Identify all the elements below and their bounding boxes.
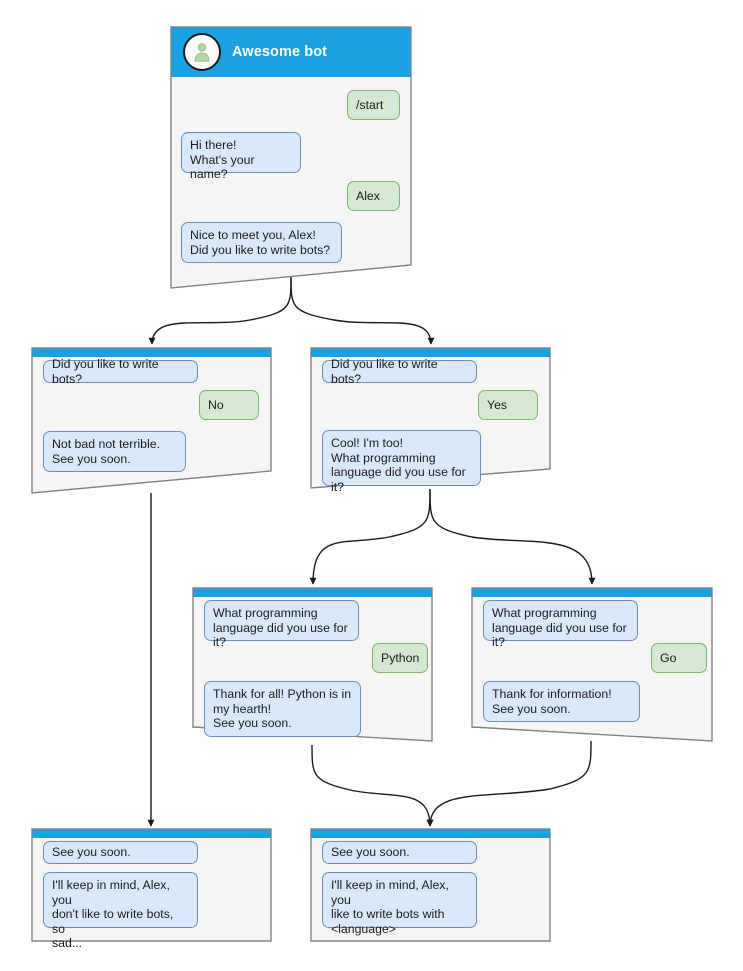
message-bubble-bot: Cool! I'm too! What programming language…: [322, 430, 481, 494]
edge-python-to-end-happy: [311, 744, 434, 827]
message-bubble-bot: Hi there! What's your name?: [181, 132, 301, 181]
message-bubble-user: Python: [372, 643, 428, 673]
node-go-branch-content: What programming language did you use fo…: [471, 587, 713, 743]
message-bubble-user: Alex: [347, 181, 400, 211]
node-start[interactable]: Awesome bot /start Hi there! What's your…: [170, 26, 412, 290]
node-end-happy[interactable]: See you soon. I'll keep in mind, Alex, y…: [310, 828, 551, 942]
message-bubble-bot: Did you like to write bots?: [43, 357, 198, 386]
message-bubble-bot: See you soon.: [322, 841, 477, 864]
node-end-sad-content: See you soon. I'll keep in mind, Alex, y…: [31, 828, 272, 950]
node-end-happy-content: See you soon. I'll keep in mind, Alex, y…: [310, 828, 551, 942]
node-yes-branch-content: Did you like to write bots? Yes Cool! I'…: [310, 347, 551, 494]
edge-go-to-end-happy: [426, 740, 592, 827]
bot-title: Awesome bot: [232, 43, 328, 60]
message-bubble-user: Yes: [478, 390, 538, 420]
message-bubble-bot: See you soon.: [43, 841, 198, 864]
node-python-branch[interactable]: What programming language did you use fo…: [192, 587, 433, 743]
message-bubble-user: No: [199, 390, 259, 420]
message-bubble-bot: Nice to meet you, Alex! Did you like to …: [181, 222, 342, 263]
message-bubble-bot: Not bad not terrible. See you soon.: [43, 431, 186, 472]
message-bubble-user: Go: [651, 643, 707, 673]
node-python-branch-content: What programming language did you use fo…: [192, 587, 433, 743]
message-bubble-user: /start: [347, 90, 400, 120]
person-avatar-icon: [183, 32, 221, 71]
message-bubble-bot: What programming language did you use fo…: [204, 600, 359, 649]
edge-yes-to-python: [309, 488, 431, 585]
message-bubble-bot: Did you like to write bots?: [322, 357, 477, 386]
node-end-sad[interactable]: See you soon. I'll keep in mind, Alex, y…: [31, 828, 272, 950]
message-bubble-bot: Thank for all! Python is in my hearth! S…: [204, 681, 361, 737]
node-yes-branch[interactable]: Did you like to write bots? Yes Cool! I'…: [310, 347, 551, 494]
node-no-branch-content: Did you like to write bots? No Not bad n…: [31, 347, 272, 495]
message-bubble-bot: Thank for information! See you soon.: [483, 681, 640, 722]
node-start-content: Awesome bot /start Hi there! What's your…: [170, 26, 412, 290]
edge-yes-to-go: [429, 488, 596, 585]
message-bubble-bot: What programming language did you use fo…: [483, 600, 638, 649]
bot-header: Awesome bot: [170, 26, 412, 77]
message-bubble-bot: I'll keep in mind, Alex, you like to wri…: [322, 872, 477, 936]
message-bubble-bot: I'll keep in mind, Alex, you don't like …: [43, 872, 198, 950]
node-no-branch[interactable]: Did you like to write bots? No Not bad n…: [31, 347, 272, 495]
node-go-branch[interactable]: What programming language did you use fo…: [471, 587, 713, 743]
